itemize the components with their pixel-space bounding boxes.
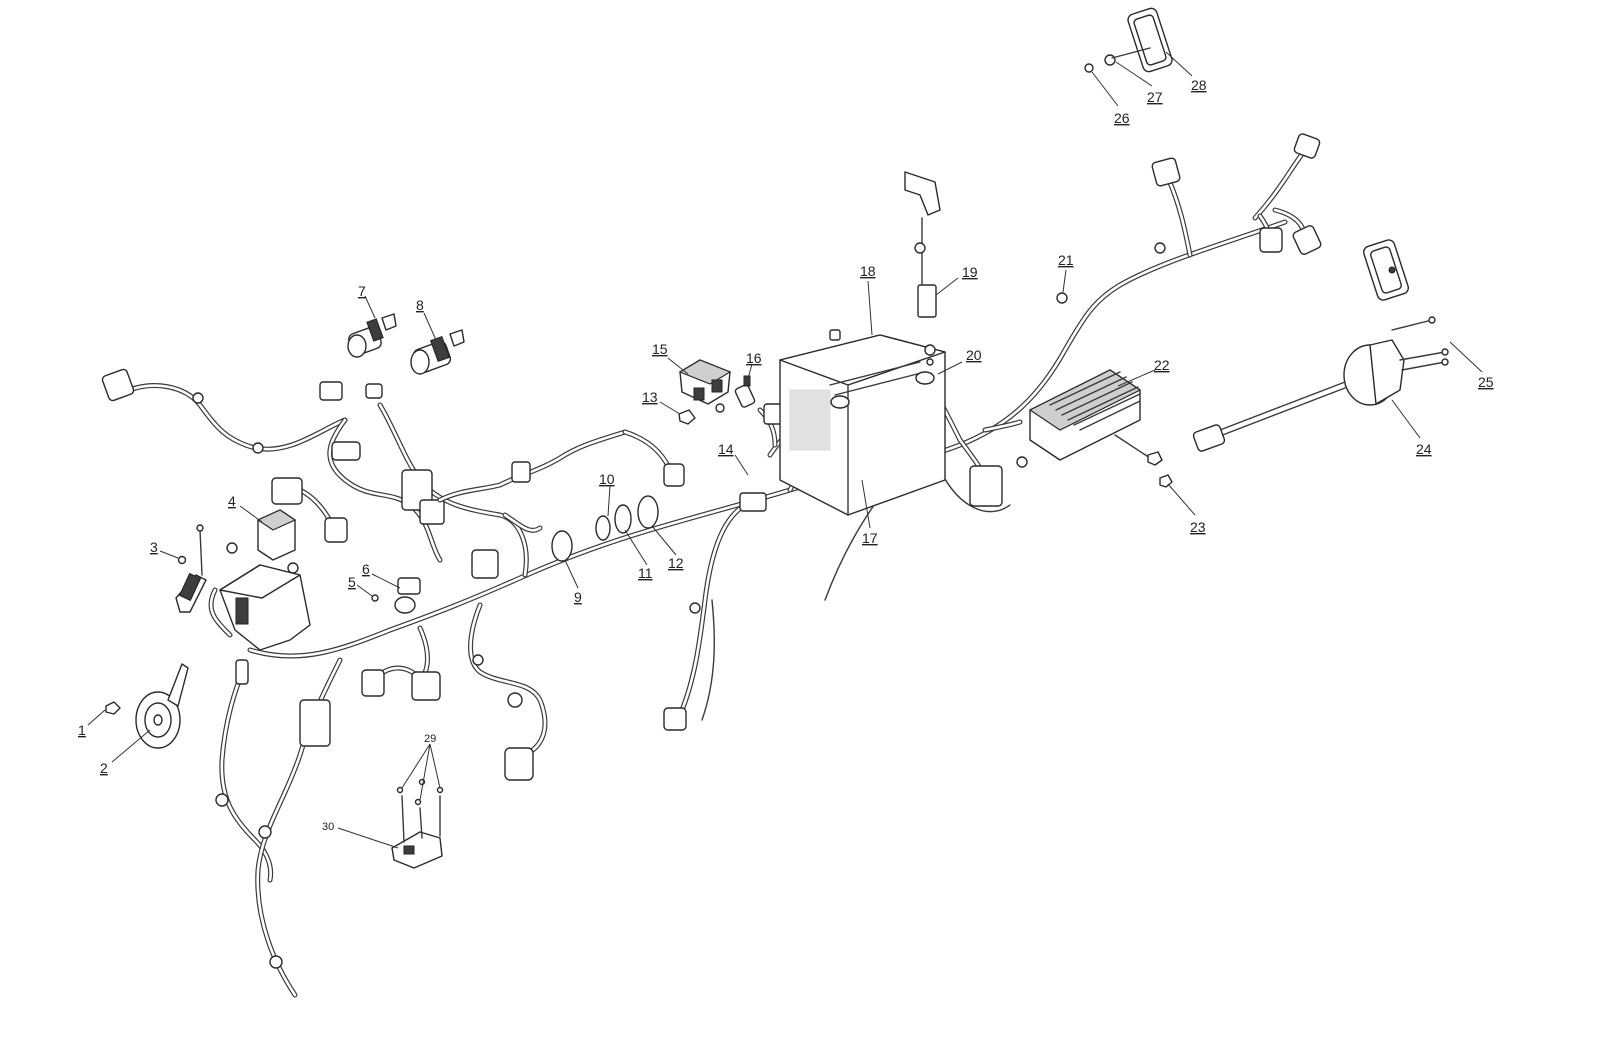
callout-25: 25 <box>1478 374 1494 390</box>
sender-part-24 <box>1192 339 1405 452</box>
callout-6: 6 <box>362 561 370 577</box>
relay-bracket <box>175 524 207 613</box>
callout-26: 26 <box>1114 110 1130 126</box>
bolts-part-23 <box>1114 434 1173 488</box>
callout-27: 27 <box>1147 89 1163 105</box>
callout-8: 8 <box>416 297 424 313</box>
callout-24: 24 <box>1416 441 1432 457</box>
callout-18: 18 <box>860 263 876 279</box>
callout-11: 11 <box>638 565 653 581</box>
callout-10: 10 <box>599 471 615 487</box>
callout-2: 2 <box>100 760 108 776</box>
callout-13: 13 <box>642 389 658 405</box>
callout-23: 23 <box>1190 519 1206 535</box>
bracket-part-30 <box>391 778 444 869</box>
fuse-box <box>219 542 311 651</box>
bolt-part-13 <box>678 409 696 425</box>
battery-part-18 <box>779 329 946 516</box>
left-connector-cluster <box>271 381 685 579</box>
callout-17: 17 <box>862 530 878 546</box>
regulator-part-22 <box>1028 369 1142 461</box>
horn-assembly <box>105 663 189 749</box>
sensor-part-16 <box>734 375 783 448</box>
callout-19: 19 <box>962 264 978 280</box>
screws-part-25 <box>1391 316 1449 371</box>
left-upper-branch <box>101 368 348 454</box>
parts-5-6 <box>371 577 421 614</box>
callout-30: 30 <box>322 821 334 833</box>
relay-part-4 <box>256 509 297 561</box>
reflector-assembly-top <box>1084 7 1173 73</box>
callout-20: 20 <box>966 347 982 363</box>
callout-1: 1 <box>78 722 86 738</box>
bracket-part-19 <box>904 171 941 366</box>
callout-14: 14 <box>718 441 734 457</box>
callout-21: 21 <box>1058 252 1074 268</box>
callout-3: 3 <box>150 539 158 555</box>
reflector-side <box>1362 239 1410 301</box>
callout-29: 29 <box>424 733 436 745</box>
clip <box>252 442 264 454</box>
callout-7: 7 <box>358 283 366 299</box>
socket-part-7 <box>347 313 397 358</box>
callout-4: 4 <box>228 493 236 509</box>
starter-relay-part-15 <box>678 359 732 413</box>
upper-right-branch <box>1056 133 1322 304</box>
callout-5: 5 <box>348 574 356 590</box>
grommets <box>551 495 659 562</box>
callout-15: 15 <box>652 341 668 357</box>
connector-top-left <box>101 368 135 402</box>
clip <box>192 392 204 404</box>
middle-drop-wire <box>663 492 767 731</box>
main-harness-trunk <box>208 219 1288 659</box>
callout-9: 9 <box>574 589 582 605</box>
callout-28: 28 <box>1191 77 1207 93</box>
callouts: 1 2 3 4 5 6 7 8 9 10 11 12 13 <box>78 51 1494 849</box>
callout-22: 22 <box>1154 357 1170 373</box>
callout-16: 16 <box>746 350 762 366</box>
callout-12: 12 <box>668 555 684 571</box>
socket-part-8 <box>410 329 465 375</box>
lower-left-branches <box>215 602 548 998</box>
